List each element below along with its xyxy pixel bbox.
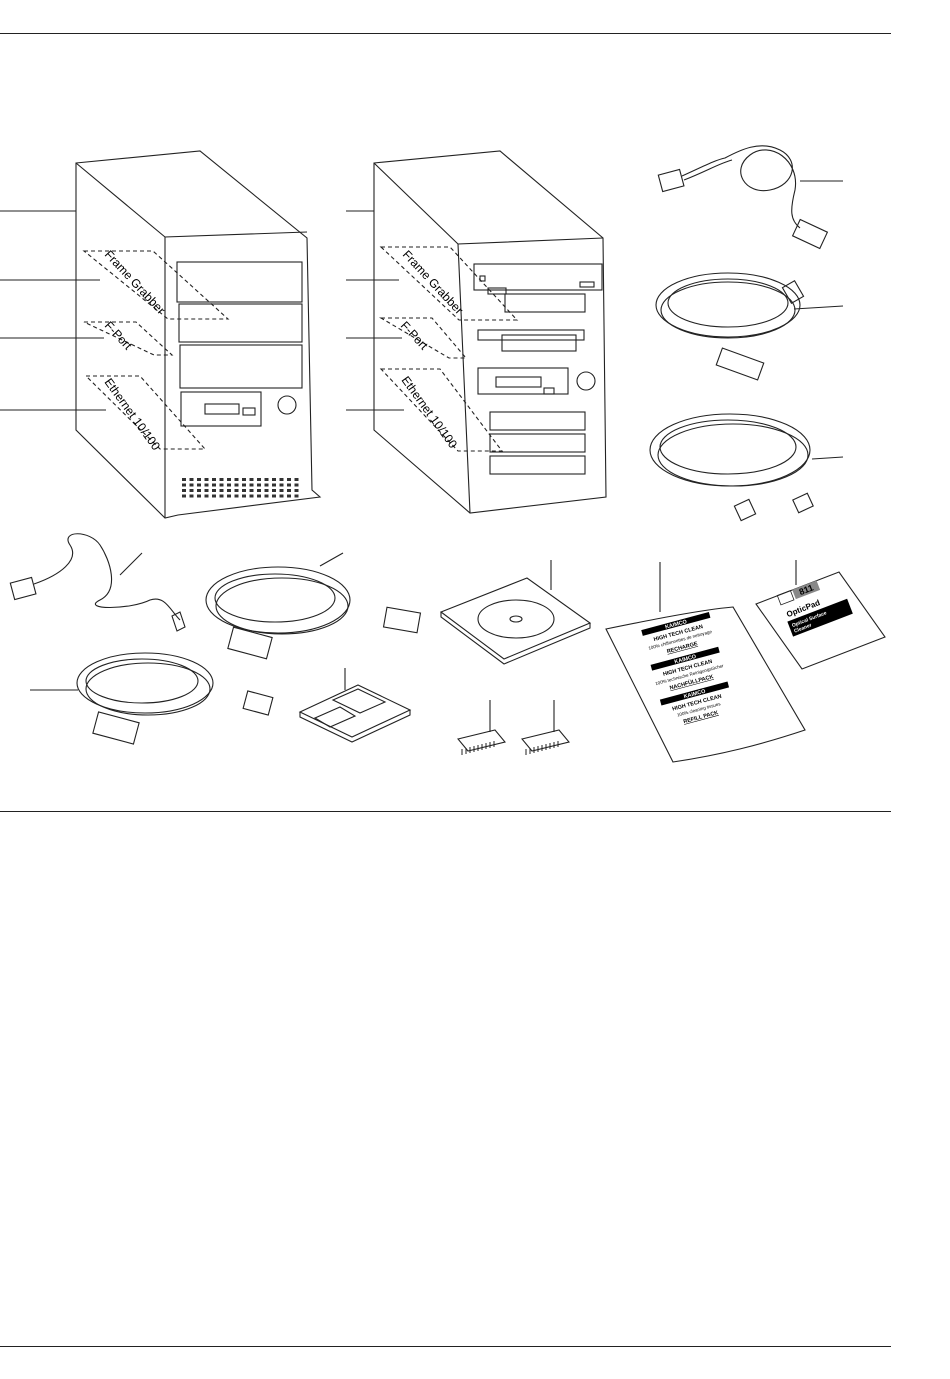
- cleaning-pack-text: KAIMCO HIGH TECH CLEAN 100% chiffonnette…: [641, 611, 730, 725]
- floppy-disk: [298, 668, 412, 743]
- vent-hole: [227, 489, 231, 492]
- vent-hole: [212, 478, 216, 481]
- vent-hole: [234, 489, 239, 492]
- vent-hole: [294, 494, 299, 498]
- top-rule: [0, 33, 891, 34]
- pack-brand-1: KAIMCO: [665, 619, 689, 631]
- vent-hole: [287, 483, 291, 487]
- vent-hole: [287, 494, 291, 498]
- vent-hole: [272, 494, 276, 498]
- vent-hole: [294, 489, 299, 492]
- vent-hole: [212, 494, 216, 498]
- vent-hole: [279, 478, 284, 481]
- vent-hole: [197, 483, 201, 487]
- vent-hole: [279, 489, 284, 492]
- euro-power-cord: [9, 533, 186, 632]
- vent-hole: [242, 483, 246, 487]
- vent-hole: [272, 489, 276, 492]
- left-tower: [0, 150, 322, 519]
- vent-hole: [189, 478, 194, 481]
- serial-cable: [205, 552, 422, 660]
- vent-hole: [197, 478, 201, 481]
- vent-hole: [227, 483, 231, 487]
- vent-hole: [279, 494, 284, 498]
- chip-left: [457, 700, 506, 752]
- vent-hole: [182, 489, 186, 492]
- vent-hole: [294, 483, 299, 487]
- vent-hole: [264, 483, 269, 487]
- vent-hole: [272, 483, 276, 487]
- vent-hole: [182, 483, 186, 487]
- vent-hole: [249, 483, 254, 487]
- vent-hole: [204, 489, 209, 492]
- vent-hole: [272, 478, 276, 481]
- vent-hole: [204, 494, 209, 498]
- power-cord-iec: [657, 145, 843, 250]
- vent-hole: [219, 483, 224, 487]
- vent-hole: [197, 489, 201, 492]
- pack-brand-3: KAIMCO: [683, 688, 707, 700]
- vent-dots: [182, 478, 299, 498]
- vent-hole: [219, 489, 224, 492]
- vent-hole: [287, 489, 291, 492]
- vent-hole: [189, 489, 194, 492]
- opticpad-code: 811: [798, 583, 815, 598]
- vent-hole: [249, 478, 254, 481]
- vent-hole: [189, 483, 194, 487]
- parallel-cable: [655, 272, 844, 381]
- vent-hole: [212, 483, 216, 487]
- vent-hole: [242, 489, 246, 492]
- vent-hole: [227, 478, 231, 481]
- vent-hole: [234, 494, 239, 498]
- vent-hole: [257, 478, 261, 481]
- vent-hole: [264, 478, 269, 481]
- vent-hole: [249, 489, 254, 492]
- chip-right: [521, 700, 570, 752]
- vent-hole: [294, 478, 299, 481]
- vent-hole: [257, 494, 261, 498]
- vent-hole: [182, 494, 186, 498]
- vent-hole: [234, 483, 239, 487]
- vent-hole: [264, 489, 269, 492]
- bottom-rule: [0, 1346, 891, 1347]
- cleaning-pack: [605, 562, 806, 763]
- vent-hole: [257, 483, 261, 487]
- vent-hole: [219, 478, 224, 481]
- vga-cable: [30, 652, 274, 745]
- vent-hole: [242, 478, 246, 481]
- network-cable: [649, 413, 844, 522]
- vent-hole: [212, 489, 216, 492]
- vent-hole: [204, 478, 209, 481]
- vent-hole: [182, 478, 186, 481]
- vent-hole: [204, 483, 209, 487]
- vent-hole: [249, 494, 254, 498]
- vent-hole: [219, 494, 224, 498]
- vent-hole: [227, 494, 231, 498]
- vent-hole: [234, 478, 239, 481]
- vent-hole: [264, 494, 269, 498]
- vent-hole: [189, 494, 194, 498]
- pack-brand-2: KAIMCO: [674, 654, 698, 666]
- right-tower: [346, 150, 607, 514]
- vent-hole: [279, 483, 284, 487]
- vent-hole: [197, 494, 201, 498]
- vent-hole: [257, 489, 261, 492]
- vent-hole: [242, 494, 246, 498]
- vent-hole: [287, 478, 291, 481]
- middle-rule: [0, 811, 891, 812]
- cd-rom: [439, 560, 592, 665]
